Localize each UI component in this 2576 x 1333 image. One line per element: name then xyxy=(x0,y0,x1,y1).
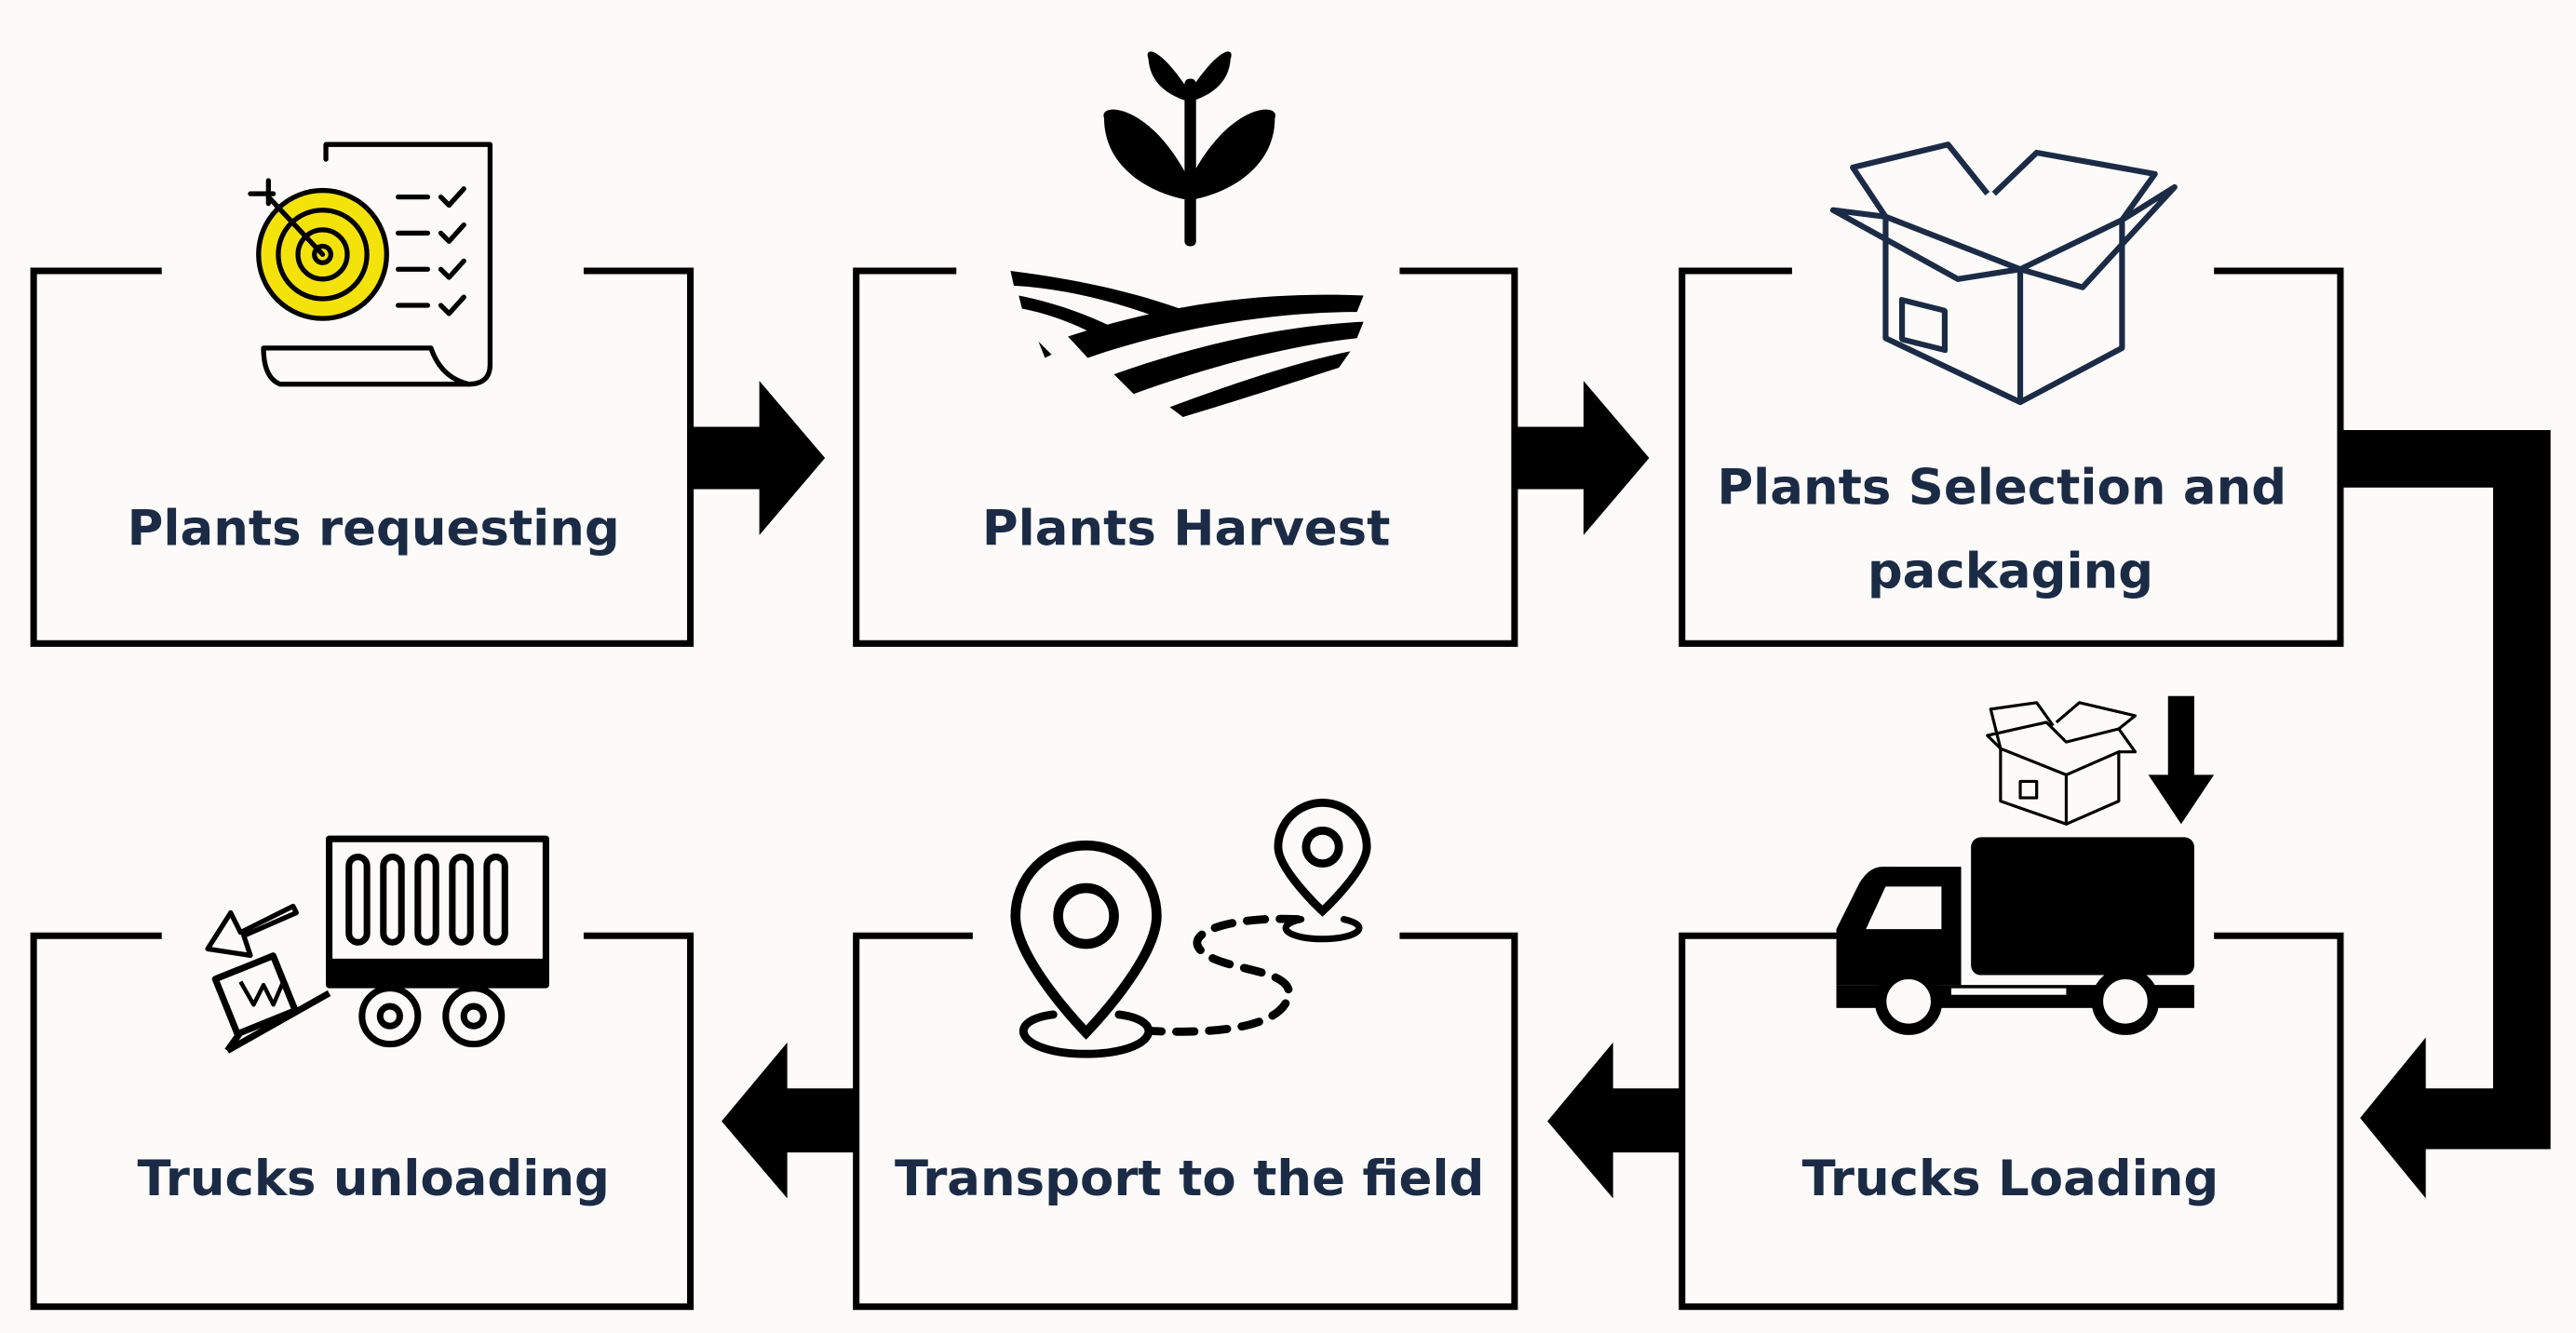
step-3-box xyxy=(1679,267,2344,647)
step-2-box xyxy=(853,267,1518,647)
truck-unloading-icon xyxy=(205,835,549,1054)
step-4-box xyxy=(1679,932,2344,1311)
arrow-right-icon xyxy=(690,381,826,535)
step-4-label: Trucks Loading xyxy=(1802,1151,2219,1207)
step-5-label-line: Transport to the field xyxy=(895,1151,1484,1207)
step-1-label: Plants requesting xyxy=(128,500,620,557)
step-6-label-line: Trucks unloading xyxy=(138,1151,610,1207)
step-5-label: Transport to the field xyxy=(895,1151,1484,1207)
connector-down-left-arrow-icon xyxy=(2340,430,2551,1199)
step-3-label: Plants Selection and packaging xyxy=(1717,459,2303,599)
step-3-label-line: Plants Selection and xyxy=(1717,459,2286,516)
step-5-box xyxy=(853,932,1518,1311)
step-2-label-line: Plants Harvest xyxy=(982,500,1391,557)
target-checklist-icon xyxy=(248,141,493,387)
arrow-left-icon xyxy=(1547,1042,1682,1199)
step-1-box xyxy=(30,267,695,647)
step-4-label-line: Trucks Loading xyxy=(1802,1151,2219,1207)
step-6-box xyxy=(30,932,695,1311)
step-6-label: Trucks unloading xyxy=(138,1151,610,1207)
step-3-label-line: packaging xyxy=(1868,543,2153,599)
step-1-label-line: Plants requesting xyxy=(128,500,620,557)
arrow-right-icon xyxy=(1514,381,1650,535)
open-box-icon xyxy=(1829,141,2178,406)
sprout-field-icon xyxy=(1010,51,1364,417)
truck-loading-icon xyxy=(1836,695,2215,1035)
step-2-label: Plants Harvest xyxy=(982,500,1391,557)
route-pins-icon xyxy=(1010,799,1371,1058)
arrow-left-icon xyxy=(722,1042,856,1199)
